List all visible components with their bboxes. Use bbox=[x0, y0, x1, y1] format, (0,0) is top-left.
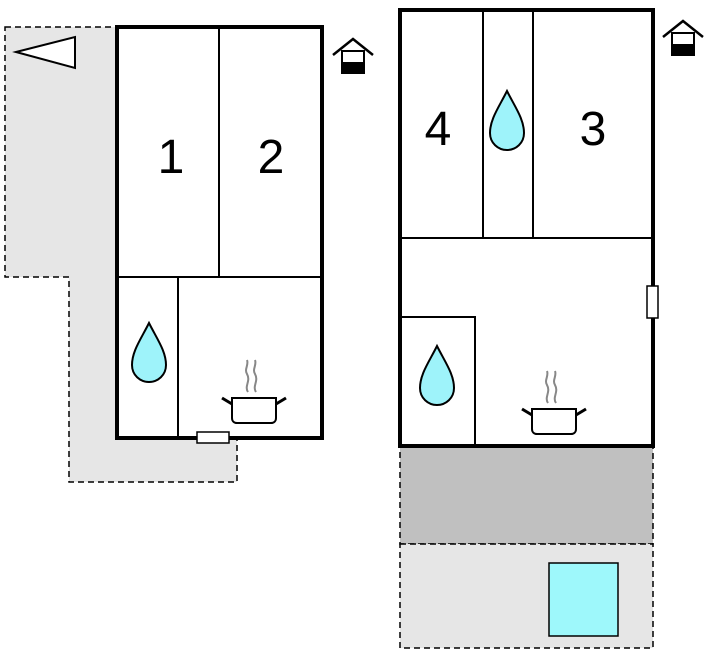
left-entrance-door bbox=[196, 431, 230, 444]
room-label-2: 2 bbox=[258, 131, 285, 184]
left-terrace bbox=[4, 26, 238, 483]
pool bbox=[548, 562, 619, 637]
ground-floor-house-icon bbox=[331, 37, 375, 75]
room-label-1: 1 bbox=[158, 131, 185, 184]
carport bbox=[399, 445, 654, 545]
ground-floor-house-icon bbox=[661, 19, 705, 57]
room-label-3: 3 bbox=[580, 103, 607, 156]
room-label-4: 4 bbox=[425, 103, 452, 156]
right-building: 4 3 bbox=[398, 8, 705, 649]
right-window bbox=[646, 285, 659, 319]
direction-flag-icon bbox=[12, 35, 76, 70]
left-building: 1 2 bbox=[4, 25, 375, 483]
